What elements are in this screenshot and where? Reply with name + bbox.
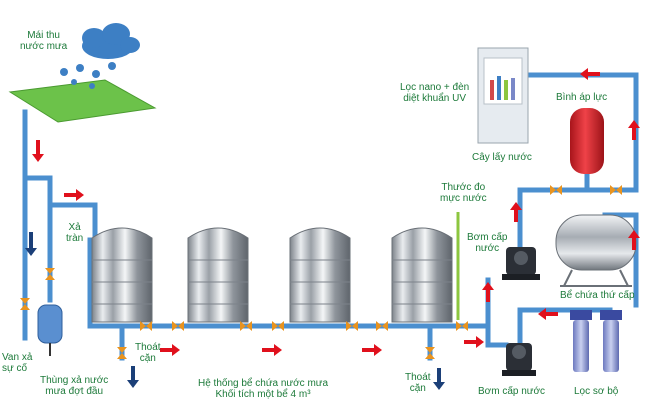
- raindrop-icons: [60, 62, 116, 89]
- arrow-right-1: [160, 344, 180, 356]
- pipe-first-flush: [22, 175, 53, 303]
- storage-tank-1: [91, 227, 153, 323]
- storage-tank-4: [391, 227, 453, 323]
- pipe-to-supply-pump: [485, 323, 509, 348]
- label-overflow-valve: Van xả sự cố: [2, 352, 33, 374]
- label-spill: Xả tràn: [66, 222, 84, 244]
- label-drain-1: Thoát cặn: [135, 342, 161, 364]
- arrow-left-top: [580, 68, 600, 80]
- roof-panel: [8, 79, 157, 123]
- storage-tank-2: [187, 227, 249, 323]
- valves: [20, 185, 622, 359]
- arrow-up-1: [482, 282, 494, 302]
- arrow-left-prefilter: [538, 308, 558, 320]
- roof-assembly: [8, 23, 157, 123]
- flow-arrows: [25, 68, 640, 390]
- label-first-flush: Thùng xả nước mưa đợt đầu: [40, 375, 109, 397]
- arrow-down-overflow: [25, 232, 37, 256]
- label-roof: Mái thu nước mưa: [20, 30, 68, 52]
- arrow-right-2: [262, 344, 282, 356]
- cloud-icon: [82, 23, 140, 59]
- secondary-tank: [555, 214, 637, 287]
- arrow-up-4: [628, 120, 640, 140]
- storage-tank-3: [289, 227, 351, 323]
- booster-pump: [502, 247, 540, 280]
- prefilters: [570, 310, 622, 372]
- pressure-tank: [570, 108, 604, 174]
- arrow-up-2: [510, 202, 522, 222]
- arrow-right-4: [464, 336, 484, 348]
- arrow-down-roof: [32, 140, 44, 162]
- label-level-gauge: Thước đo mực nước: [440, 182, 487, 204]
- arrow-down-drain-2: [433, 368, 445, 390]
- label-tank-system: Hệ thống bể chứa nước mưa Khối tích một …: [198, 378, 329, 400]
- label-supply-pump: Bơm cấp nước: [478, 386, 546, 397]
- pipe-to-prefilter: [517, 307, 613, 348]
- label-secondary-tank: Bể chứa thứ cấp: [560, 290, 635, 301]
- arrow-right-3: [362, 344, 382, 356]
- storage-tanks: [91, 227, 453, 323]
- first-flush-tank: [37, 304, 63, 356]
- label-prefilter: Lọc sơ bộ: [574, 386, 619, 397]
- label-dispenser: Cây lấy nước: [472, 152, 532, 163]
- label-pressure-tank: Bình áp lực: [556, 92, 608, 103]
- label-booster-pump: Bơm cấp nước: [467, 232, 508, 254]
- arrow-right-inlet: [64, 189, 84, 201]
- pipe-inlet: [47, 202, 98, 238]
- pipe-booster: [517, 187, 639, 258]
- label-nano-uv: Lọc nano + đèn diệt khuẩn UV: [400, 82, 470, 104]
- label-drain-2: Thoát cặn: [405, 372, 431, 394]
- supply-pump: [502, 343, 536, 376]
- pipe-to-dispenser: [525, 72, 639, 193]
- arrow-down-drain-1: [127, 366, 139, 388]
- arrow-up-3: [628, 230, 640, 250]
- water-dispenser: [477, 47, 529, 144]
